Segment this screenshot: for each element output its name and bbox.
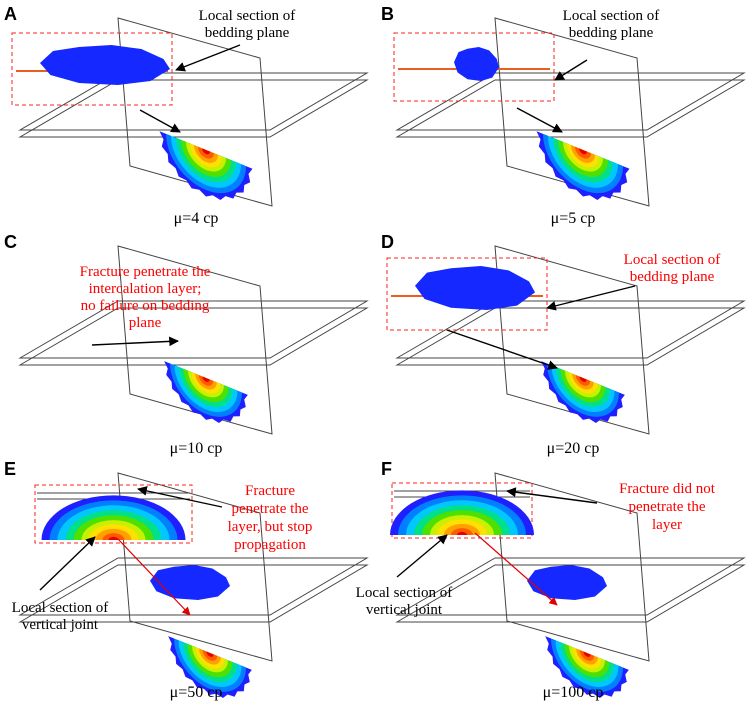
annotation-text: Local section of <box>624 252 721 268</box>
inset-box <box>393 32 555 102</box>
annotation-text: bedding plane <box>205 25 290 41</box>
bedding-plane-outline <box>395 564 746 623</box>
annotation-text: penetrate the <box>628 499 705 515</box>
contour-band <box>583 651 591 657</box>
vertical-joint-plane <box>494 17 650 207</box>
bedding-plane-outline <box>18 300 369 359</box>
pointer-arrow <box>546 285 636 311</box>
panel-f: F Fracture did not penetrate the layerLocal… <box>356 459 746 701</box>
inset-box <box>34 484 193 544</box>
vertical-joint-plane <box>494 472 650 662</box>
panel-letter: A <box>4 4 17 24</box>
bedding-plane-outline <box>395 307 746 366</box>
pointer-arrow <box>506 487 598 504</box>
panel-letter: C <box>4 232 17 252</box>
annotation-text: bedding plane <box>630 269 715 285</box>
annotation-text: intercalation layer; <box>89 281 202 297</box>
panel-letter: D <box>381 232 394 252</box>
contour-band <box>202 148 210 155</box>
contour-band <box>579 148 587 155</box>
pointer-arrow <box>516 107 563 133</box>
contour-band <box>451 528 473 535</box>
fracture-section-blob <box>454 47 499 81</box>
annotation-text: Fracture did not <box>619 481 716 497</box>
panel-letter: E <box>4 459 16 479</box>
annotation-text: Local section of <box>199 8 296 24</box>
contour-band <box>202 376 210 382</box>
annotation-text: no failure on bedding <box>81 298 210 314</box>
panel-caption: μ=100 cp <box>543 684 604 701</box>
fracture-section-blob <box>150 565 230 600</box>
bedding-plane-outline <box>18 307 369 366</box>
annotation-text: layer, but stop <box>228 519 313 535</box>
annotation-text: Fracture <box>245 483 295 499</box>
panel-caption: μ=4 cp <box>174 210 219 227</box>
panel-e: E Fracture penetrate the layer, but stop pro… <box>4 459 369 701</box>
bedding-plane-outline <box>18 79 369 138</box>
inset-box <box>391 482 533 539</box>
bedding-plane-outline <box>18 72 369 131</box>
pointer-arrow <box>474 532 558 606</box>
bedding-plane-outline <box>395 72 746 131</box>
bedding-plane-outline <box>395 557 746 616</box>
fracture-section-blob <box>40 45 170 85</box>
fracture-contour <box>541 361 625 424</box>
panel-caption: μ=50 cp <box>170 684 223 701</box>
contour-band <box>102 533 125 540</box>
panel-caption: μ=5 cp <box>551 210 596 227</box>
annotation-text: vertical joint <box>22 617 99 633</box>
pointer-arrow <box>554 59 588 81</box>
panel-letter: B <box>381 4 394 24</box>
pointer-arrow <box>91 336 179 347</box>
inset-box <box>386 257 548 331</box>
fracture-contour <box>159 131 253 201</box>
fracture-contour <box>164 361 248 424</box>
pointer-arrow <box>396 534 448 578</box>
annotation-text: penetrate the <box>231 501 308 517</box>
annotation-text: Local section of <box>12 600 109 616</box>
vertical-joint-plane <box>494 245 650 435</box>
annotation-text: vertical joint <box>366 602 443 618</box>
bedding-plane-outline <box>395 300 746 359</box>
annotation-text: Local section of <box>563 8 660 24</box>
annotation-text: plane <box>129 315 162 331</box>
contour-band <box>579 376 587 382</box>
panel-caption: μ=10 cp <box>170 440 223 457</box>
inset-box <box>11 32 173 106</box>
vertical-joint-plane <box>117 17 273 207</box>
contour-band <box>206 651 214 657</box>
annotation-text: Local section of <box>356 585 453 601</box>
pointer-arrow <box>137 486 223 508</box>
contour-band <box>457 531 467 535</box>
bedding-plane-outline <box>395 79 746 138</box>
annotation-text: propagation <box>234 537 306 553</box>
vertical-joint-plane <box>117 245 273 435</box>
pointer-arrow <box>39 536 96 591</box>
panel-letter: F <box>381 459 392 479</box>
pointer-arrow <box>139 109 181 133</box>
contour-band <box>108 536 119 540</box>
fracture-contour <box>545 636 629 699</box>
fracture-contour <box>168 636 252 699</box>
annotation-text: layer <box>652 517 682 533</box>
annotation-text: Fracture penetrate the <box>80 264 211 280</box>
fracture-section-blob <box>415 266 535 310</box>
fracture-section-blob <box>527 565 607 600</box>
vertical-joint-plane <box>117 472 273 662</box>
pointer-arrow <box>175 44 241 72</box>
panel-caption: μ=20 cp <box>547 440 600 457</box>
annotation-text: bedding plane <box>569 25 654 41</box>
bedding-plane-outline <box>18 564 369 623</box>
pointer-arrow <box>446 329 558 370</box>
fracture-contour <box>536 131 630 201</box>
pointer-arrow <box>117 538 191 616</box>
